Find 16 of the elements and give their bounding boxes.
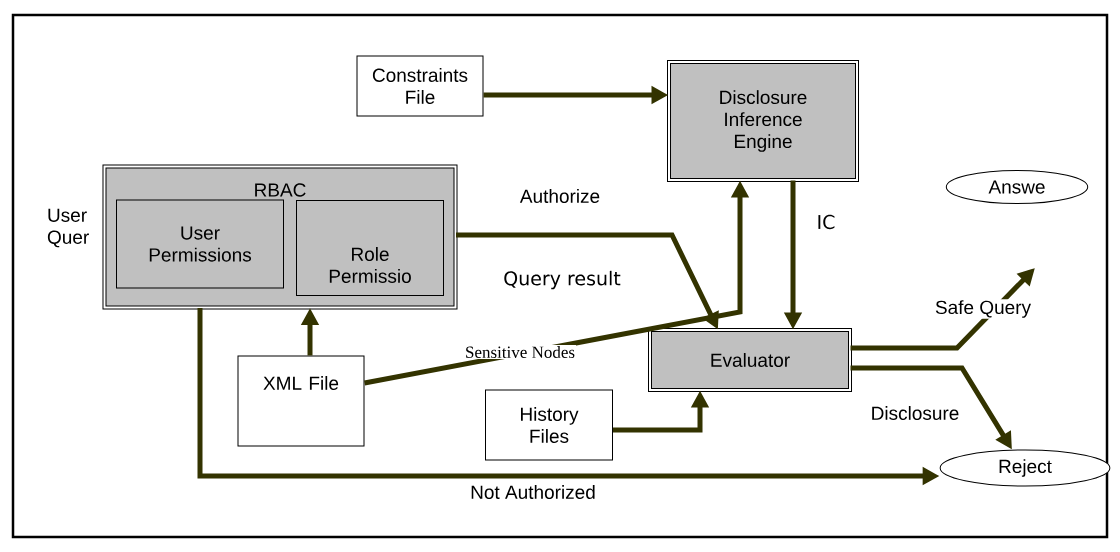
edge-label: Sensitive Nodes xyxy=(464,345,576,359)
text-label: User Quer xyxy=(47,208,89,248)
node-label: Reject xyxy=(999,459,1052,477)
component-box: Disclosure Inference Engine xyxy=(667,60,859,182)
edge-label: Disclosure xyxy=(869,405,961,421)
edge-label: Safe Query xyxy=(933,299,1033,319)
permission-box: Role Permissio xyxy=(296,200,444,296)
edge-label: Authorize xyxy=(518,188,602,204)
process-box: History Files xyxy=(485,389,613,461)
edge-label: Not Authorized xyxy=(469,484,597,500)
edge-label: IC xyxy=(815,213,837,231)
text-label: Query result xyxy=(504,270,621,290)
component-box: Evaluator xyxy=(648,328,852,392)
permission-box: User Permissions xyxy=(116,199,284,289)
process-box: XML File xyxy=(237,355,365,447)
process-box: Constraints File xyxy=(356,55,484,117)
